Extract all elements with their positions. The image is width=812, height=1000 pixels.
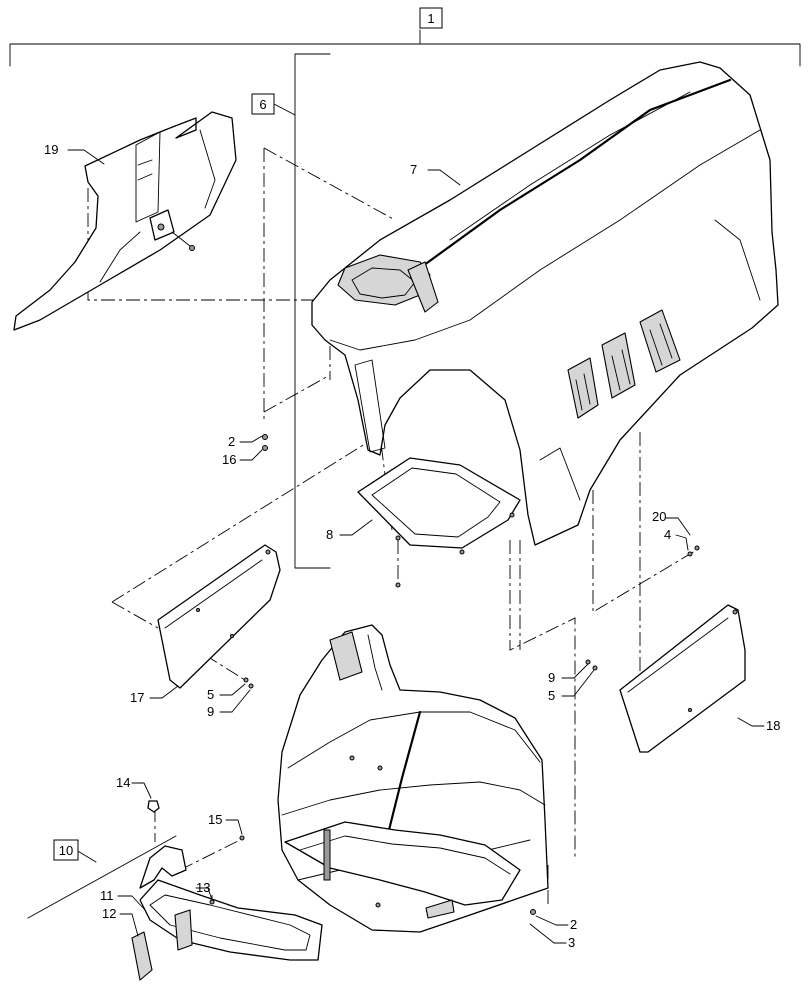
callout-14: 14 — [116, 775, 130, 790]
seal-part-8 — [357, 457, 521, 588]
callout-9-right: 9 — [548, 670, 555, 685]
front-grille — [277, 624, 549, 933]
hood-part-7 — [311, 61, 779, 546]
callout-4: 4 — [664, 527, 671, 542]
trim-part-13 — [209, 899, 215, 905]
callout-18: 18 — [766, 718, 780, 733]
trim-part-12 — [131, 909, 193, 981]
callout-7: 7 — [410, 162, 417, 177]
callout-13: 13 — [196, 880, 210, 895]
side-cover-part-18 — [619, 604, 746, 753]
callout-19: 19 — [44, 142, 58, 157]
callout-15: 15 — [208, 812, 222, 827]
callout-12: 12 — [102, 906, 116, 921]
callout-5-left: 5 — [207, 687, 214, 702]
callout-2-upper: 2 — [228, 434, 235, 449]
leader-lines — [67, 149, 765, 944]
callout-20: 20 — [652, 509, 666, 524]
assembly-bracket-1 — [9, 7, 801, 67]
callout-9-left: 9 — [207, 704, 214, 719]
side-cover-part-17 — [157, 544, 281, 689]
side-panel-part-19 — [13, 111, 237, 331]
assembly-bracket-6 — [251, 53, 331, 569]
callout-1: 1 — [427, 11, 434, 26]
callout-17: 17 — [130, 690, 144, 705]
callout-11: 11 — [100, 888, 114, 903]
callout-5-right: 5 — [548, 688, 555, 703]
callout-3: 3 — [568, 935, 575, 950]
callout-8: 8 — [326, 527, 333, 542]
callout-2-lower: 2 — [570, 917, 577, 932]
callout-10: 10 — [59, 843, 73, 858]
callout-6: 6 — [259, 97, 266, 112]
assembly-bracket-10 — [27, 835, 177, 919]
callout-16: 16 — [222, 452, 236, 467]
